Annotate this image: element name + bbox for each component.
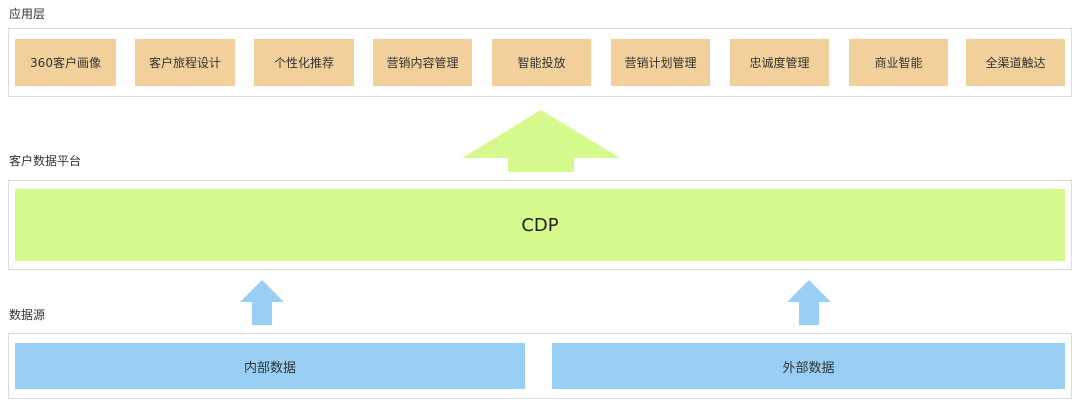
app-tile-business-intelligence: 商业智能 [849, 39, 948, 86]
cdp-block: CDP [15, 189, 1065, 261]
app-tile-label: 个性化推荐 [273, 56, 334, 70]
app-tile-omnichannel: 全渠道触达 [966, 39, 1065, 86]
app-tile-label: 360客户画像 [30, 56, 101, 70]
app-tile-360-customer-profile: 360客户画像 [15, 39, 116, 86]
app-tile-label: 营销计划管理 [624, 56, 697, 70]
external-data-label: 外部数据 [782, 360, 835, 376]
app-tile-marketing-content: 营销内容管理 [373, 39, 472, 86]
app-tile-smart-delivery: 智能投放 [492, 39, 591, 86]
app-tile-label: 商业智能 [874, 56, 923, 70]
app-layer-title: 应用层 [9, 7, 46, 21]
app-tile-personalized-recommendation: 个性化推荐 [254, 39, 354, 86]
internal-data-label: 内部数据 [243, 360, 296, 376]
app-tile-label: 营销内容管理 [386, 56, 459, 70]
app-tile-label: 忠诚度管理 [749, 56, 810, 70]
app-tile-label: 智能投放 [517, 56, 566, 70]
cdp-label: CDP [521, 214, 559, 236]
app-tile-label: 客户旅程设计 [148, 56, 221, 70]
up-arrow-icon [787, 280, 831, 325]
app-tile-loyalty: 忠诚度管理 [730, 39, 829, 86]
internal-data-block: 内部数据 [15, 343, 525, 389]
up-arrow-icon [240, 280, 284, 325]
platform-layer-title: 客户数据平台 [9, 154, 82, 168]
external-data-block: 外部数据 [552, 343, 1065, 389]
app-tile-customer-journey: 客户旅程设计 [135, 39, 235, 86]
app-tile-label: 全渠道触达 [985, 56, 1046, 70]
app-tile-marketing-plan: 营销计划管理 [611, 39, 710, 86]
up-arrow-icon [462, 110, 620, 172]
source-layer-title: 数据源 [9, 308, 46, 322]
